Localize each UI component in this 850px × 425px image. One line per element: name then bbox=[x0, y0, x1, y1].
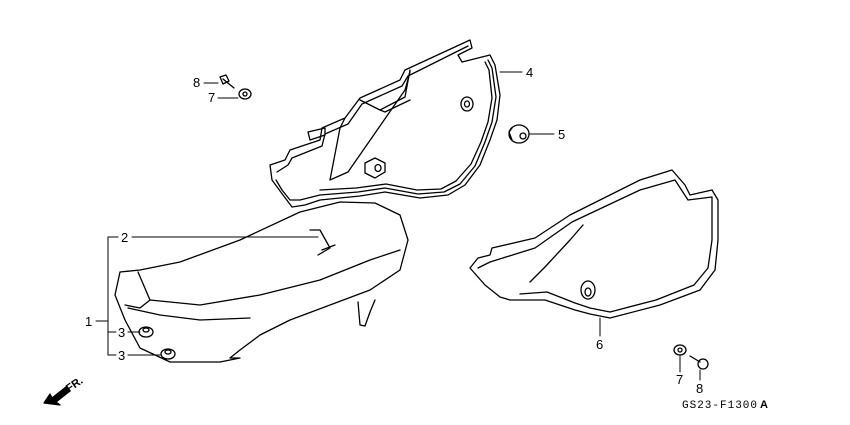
right-side-cover bbox=[469, 169, 719, 319]
callout-7-bottom: 7 bbox=[676, 372, 684, 387]
leader-lines bbox=[95, 71, 701, 381]
washer-bolt-top bbox=[219, 74, 252, 100]
callout-4: 4 bbox=[526, 65, 534, 80]
side-cover-grommet bbox=[508, 124, 530, 144]
callout-8-bottom: 8 bbox=[696, 381, 704, 396]
diagram-code-suffix: A bbox=[760, 399, 769, 411]
callout-8-top: 8 bbox=[193, 75, 201, 90]
left-side-cover bbox=[269, 39, 501, 208]
washer-bolt-bottom bbox=[673, 344, 709, 370]
callout-7-top: 7 bbox=[208, 90, 216, 105]
callout-3-lower: 3 bbox=[118, 348, 126, 363]
callout-6: 6 bbox=[596, 337, 604, 352]
callout-1: 1 bbox=[85, 314, 93, 329]
seat bbox=[114, 201, 409, 363]
front-direction-arrow-icon bbox=[43, 386, 71, 406]
callout-2: 2 bbox=[121, 230, 129, 245]
diagram-code-text: GS23-F1300 bbox=[682, 400, 759, 412]
callout-3-upper: 3 bbox=[118, 325, 126, 340]
callout-5: 5 bbox=[558, 127, 566, 142]
seat-grommets bbox=[138, 326, 176, 360]
